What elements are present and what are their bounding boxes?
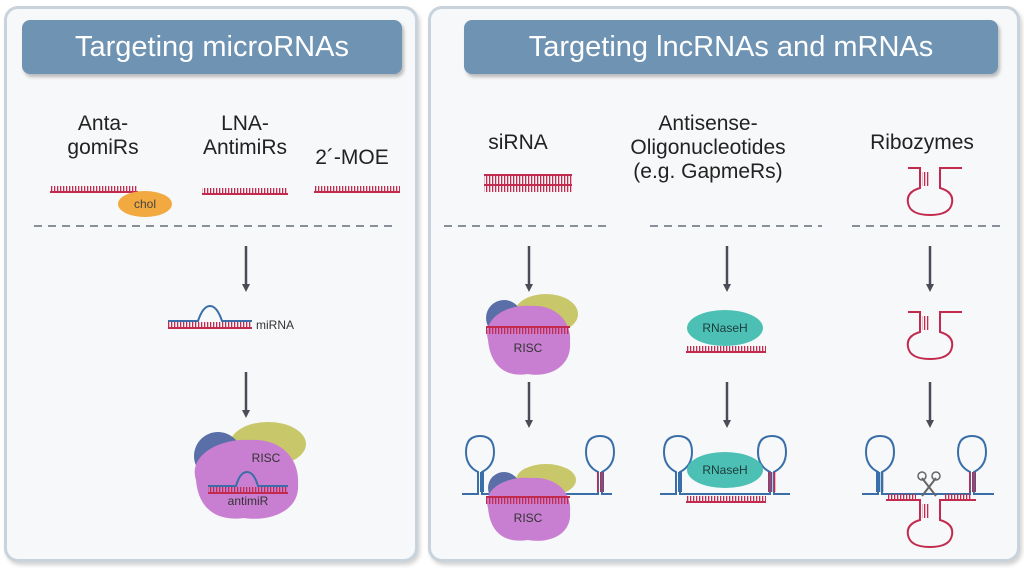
- risc-complex-left: RISC antimiR: [194, 422, 306, 519]
- antisense-oligo-label: Antisense- Oligonucleotides (e.g. GapmeR…: [604, 112, 812, 184]
- microrna-header-text: Targeting microRNAs: [75, 30, 349, 63]
- sirna-duplex: [484, 174, 572, 192]
- risc-sirna-complex: RISC: [486, 294, 578, 375]
- rnaseh-target-complex: RNaseH: [660, 434, 790, 503]
- rnaseh-label-target: RNaseH: [702, 463, 747, 477]
- rnaseh-label-mid: RNaseH: [702, 321, 747, 335]
- lna-antimirs-label: LNA- AntimiRs: [194, 112, 296, 160]
- antagomirs-label-line2: gomiRs: [67, 136, 139, 159]
- ribozyme-target-complex: [862, 434, 994, 549]
- ribozymes-label: Ribozymes: [870, 131, 974, 154]
- lncrna-header: Targeting lncRNAs and mRNAs: [464, 20, 998, 74]
- antagomir-strand: chol: [50, 186, 172, 217]
- aso-label-line1: Antisense-: [658, 112, 758, 135]
- microrna-header: Targeting microRNAs: [22, 20, 402, 74]
- lna-label-line1: LNA-: [221, 112, 269, 135]
- lna-label-line2: AntimiRs: [202, 136, 287, 159]
- antimir-label: antimiR: [228, 494, 269, 508]
- aso-label-line3: (e.g. GapmeRs): [633, 160, 783, 183]
- aso-label-line2: Oligonucleotides: [630, 136, 786, 159]
- moe-label: 2´-MOE: [315, 146, 389, 169]
- lncrna-header-text: Targeting lncRNAs and mRNAs: [528, 30, 934, 63]
- chol-label: chol: [134, 197, 156, 211]
- lna-antimir-strand: [202, 188, 288, 195]
- risc-label-target: RISC: [514, 511, 543, 525]
- mirna-duplex: miRNA: [168, 304, 294, 332]
- mirna-label: miRNA: [256, 318, 294, 332]
- sirna-label: siRNA: [488, 131, 548, 154]
- antagomirs-label-line1: Anta-: [77, 112, 129, 135]
- antagomirs-label: Anta- gomiRs: [62, 112, 144, 160]
- risc-label-left: RISC: [252, 451, 281, 465]
- ribozyme-mid: [906, 311, 962, 361]
- rnaseh-aso-complex: RNaseH: [686, 310, 766, 353]
- cholesterol-tag: [118, 191, 172, 217]
- risc-label-sirna: RISC: [514, 341, 543, 355]
- ribozyme-top: [906, 167, 962, 217]
- scissors-icon: [917, 471, 941, 497]
- moe-strand: [314, 186, 400, 193]
- sirna-target-complex: RISC: [462, 434, 616, 541]
